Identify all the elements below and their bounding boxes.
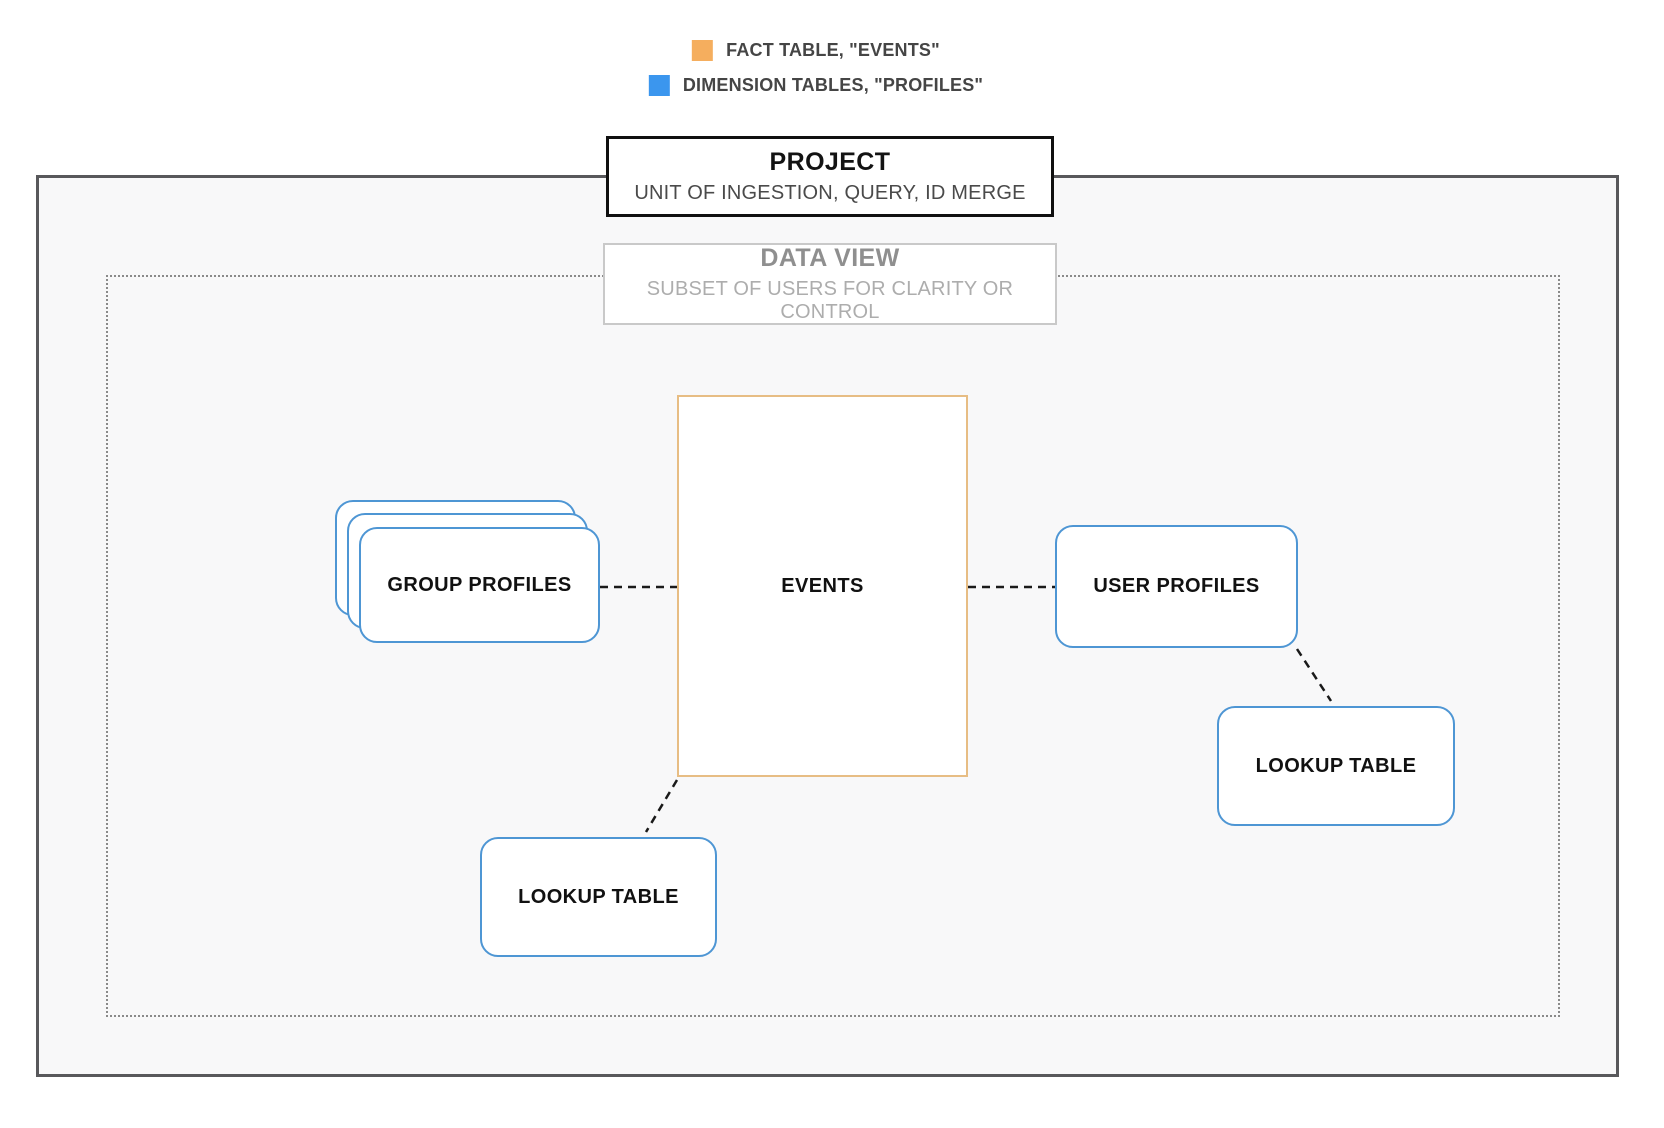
- group-profiles-node: GROUP PROFILES: [359, 527, 600, 643]
- legend-label-fact-table: FACT TABLE, "EVENTS": [726, 40, 940, 60]
- lookup-table-right-node: LOOKUP TABLE: [1217, 706, 1455, 826]
- legend: FACT TABLE, "EVENTS" DIMENSION TABLES, "…: [648, 40, 984, 96]
- lookup-table-right-node-label: LOOKUP TABLE: [1255, 754, 1417, 777]
- project-title-box: PROJECT UNIT OF INGESTION, QUERY, ID MER…: [606, 136, 1054, 217]
- dimension-tables-swatch-icon: [648, 75, 670, 96]
- fact-table-swatch-icon: [692, 40, 714, 61]
- legend-item-dimension-tables: DIMENSION TABLES, "PROFILES": [648, 75, 984, 96]
- legend-item-fact-table: FACT TABLE, "EVENTS": [692, 40, 940, 61]
- group-profiles-node-label: GROUP PROFILES: [387, 573, 572, 596]
- lookup-table-bottom-node: LOOKUP TABLE: [480, 837, 717, 957]
- lookup-table-bottom-node-label: LOOKUP TABLE: [518, 885, 679, 908]
- user-profiles-node: USER PROFILES: [1055, 525, 1298, 648]
- project-title: PROJECT: [769, 148, 891, 176]
- legend-label-dimension-tables: DIMENSION TABLES, "PROFILES": [682, 75, 984, 95]
- data-view-title: DATA VIEW: [760, 244, 900, 272]
- project-subtitle: UNIT OF INGESTION, QUERY, ID MERGE: [634, 182, 1026, 204]
- data-view-subtitle: SUBSET OF USERS FOR CLARITY OR CONTROL: [646, 278, 1014, 323]
- data-view-title-box: DATA VIEW SUBSET OF USERS FOR CLARITY OR…: [603, 243, 1057, 325]
- events-node: EVENTS: [677, 395, 968, 777]
- user-profiles-node-label: USER PROFILES: [1093, 575, 1260, 597]
- events-node-label: EVENTS: [781, 574, 864, 597]
